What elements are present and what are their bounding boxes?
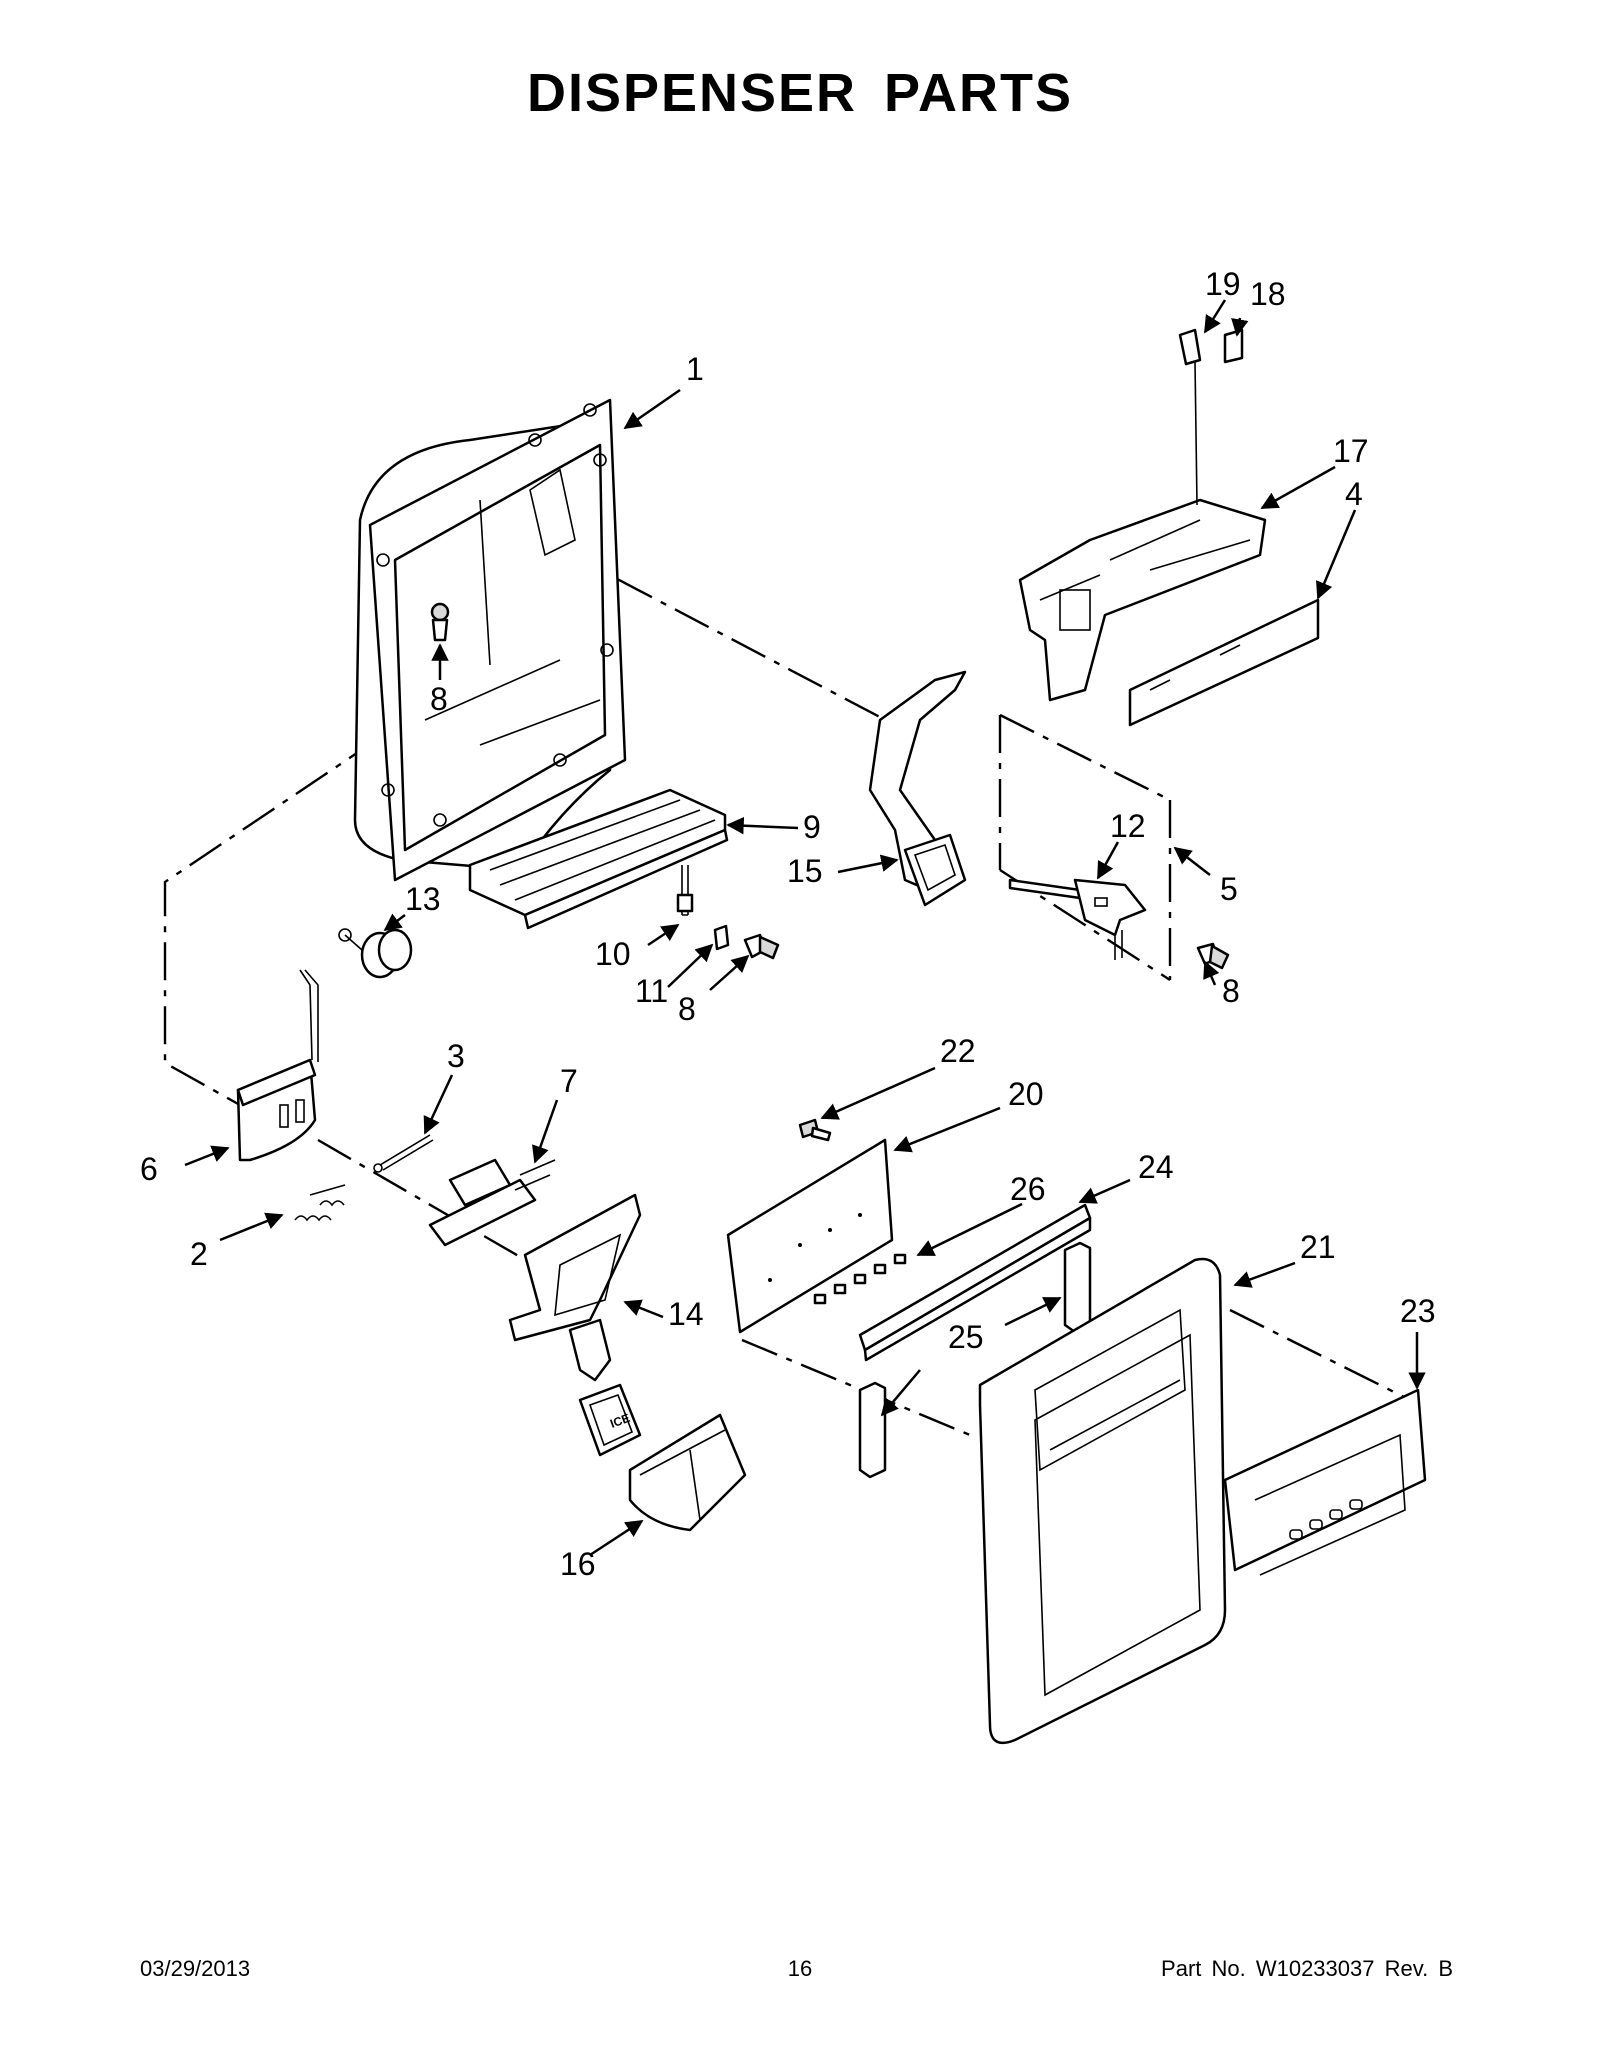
- footer-date: 03/29/2013: [140, 1956, 251, 1981]
- assembly-line-panel-to-cover: [1229, 1308, 1411, 1402]
- part-board-screw: [798, 1118, 832, 1142]
- ice-paddle-label: ICE: [608, 1411, 632, 1431]
- part-lever: [428, 1158, 556, 1247]
- part-circuit-board: [726, 1138, 894, 1334]
- callout-7: 7: [560, 1063, 578, 1099]
- callout-20: 20: [1008, 1076, 1044, 1112]
- part-control-board: [1128, 598, 1320, 727]
- callout-13: 13: [405, 881, 441, 917]
- callout-11: 11: [635, 973, 668, 1009]
- callout-19: 19: [1205, 266, 1241, 302]
- part-plate: [713, 924, 730, 951]
- callout-25: 25: [948, 1319, 984, 1355]
- part-front-cover: [1223, 1388, 1427, 1576]
- callout-labels: 1 2 3 4 5 6 7 8 8 8 9 10 11 12 13 14 15 …: [140, 266, 1436, 1582]
- callout-18: 18: [1250, 276, 1286, 312]
- part-screw-right: [1196, 942, 1230, 970]
- footer-page-number: 16: [787, 1956, 813, 1981]
- callout-16: 16: [560, 1546, 596, 1582]
- callout-26: 26: [1010, 1171, 1046, 1207]
- callout-23: 23: [1400, 1293, 1436, 1329]
- callout-8-middle: 8: [678, 991, 696, 1027]
- part-foam-strip: [858, 1203, 1092, 1362]
- callout-14: 14: [668, 1296, 704, 1332]
- callout-4: 4: [1345, 476, 1363, 512]
- callout-12: 12: [1110, 808, 1146, 844]
- part-ice-chute-frame: [508, 1193, 642, 1382]
- callout-3: 3: [447, 1038, 465, 1074]
- page-title: DISPENSER PARTS: [526, 63, 1074, 123]
- part-module: [236, 969, 319, 1162]
- part-spring: [294, 1184, 346, 1222]
- part-switch: [1178, 328, 1202, 506]
- assembly-line-housing-to-module: [163, 629, 541, 1107]
- footer-part-number: Part No. W10233037 Rev. B: [1161, 1956, 1453, 1981]
- callout-2: 2: [190, 1236, 208, 1272]
- assembly-bracket-top: [999, 713, 1171, 802]
- part-drip-tray: [468, 788, 729, 930]
- part-ice-cup: [628, 1413, 747, 1532]
- callout-1: 1: [686, 351, 704, 387]
- callout-22: 22: [940, 1033, 976, 1069]
- part-screw-middle: [743, 933, 780, 960]
- part-clip: [676, 865, 694, 916]
- part-dispenser-housing: [353, 398, 627, 882]
- part-screw-top: [430, 602, 450, 642]
- callout-5: 5: [1220, 871, 1238, 907]
- part-water-actuator: [868, 670, 967, 907]
- part-ice-paddle: ICE: [578, 1383, 642, 1457]
- part-pin: [373, 1134, 434, 1173]
- callout-15: 15: [787, 853, 823, 889]
- callout-10: 10: [595, 936, 631, 972]
- part-foam-block-upper: [1063, 1241, 1092, 1334]
- leader-arrows: [184, 299, 1426, 1557]
- assembly-line-board-to-panel: [741, 1338, 971, 1437]
- callout-6: 6: [140, 1151, 158, 1187]
- part-solenoid: [338, 928, 413, 979]
- callout-8-top: 8: [430, 681, 448, 717]
- part-switch-arm: [1008, 878, 1147, 960]
- part-leds: [813, 1253, 907, 1305]
- callout-8-right: 8: [1222, 973, 1240, 1009]
- callout-24: 24: [1138, 1149, 1174, 1185]
- callout-21: 21: [1300, 1229, 1336, 1265]
- assembly-line-spring: [317, 1138, 561, 1282]
- part-control-housing: [1018, 498, 1267, 702]
- part-switch-cover: [1223, 328, 1244, 364]
- callout-9: 9: [803, 809, 821, 845]
- part-foam-block-lower: [858, 1381, 887, 1479]
- part-dispenser-panel: [978, 1257, 1227, 1745]
- callout-17: 17: [1333, 433, 1369, 469]
